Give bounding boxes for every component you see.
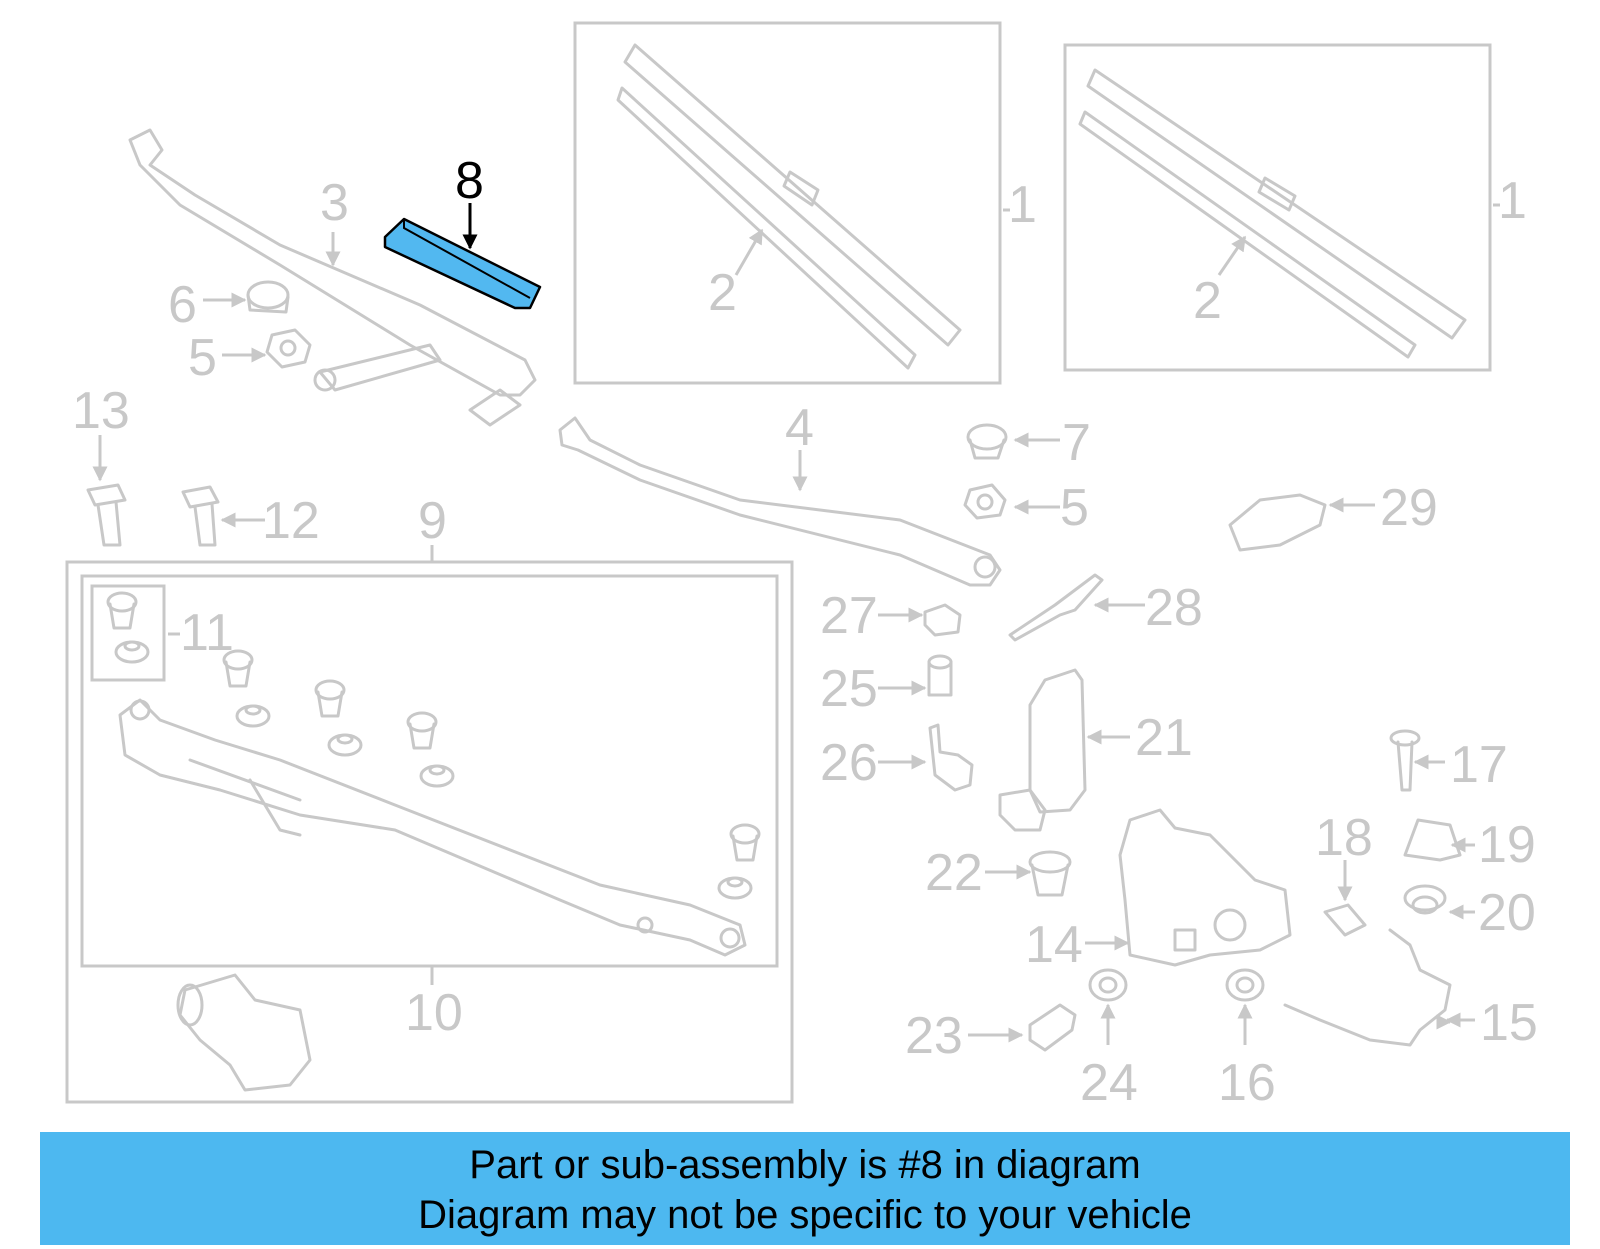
wiper-arm-3 (128, 128, 537, 427)
wiper-linkage-10 (118, 698, 747, 957)
grommet-22 (1028, 850, 1072, 897)
cap-7 (966, 423, 1008, 460)
wiper-motor (176, 973, 312, 1092)
bushing-kit-frame (90, 584, 166, 682)
grommet-20 (1403, 884, 1447, 915)
callout-2a: 2 (708, 264, 737, 322)
highlighted-part-8-edge (403, 219, 531, 299)
clip-27 (923, 603, 962, 637)
callout-21: 21 (1135, 709, 1193, 767)
callout-13: 13 (72, 382, 130, 440)
sensor-29 (1228, 493, 1327, 552)
highlighted-part-8 (383, 217, 542, 310)
bolt-13 (86, 483, 127, 547)
callout-26: 26 (820, 734, 878, 792)
hose-28 (1008, 573, 1104, 642)
cap-6 (246, 280, 290, 314)
grommet-16 (1225, 968, 1265, 1002)
blade-box-right-frame (1063, 43, 1492, 372)
callout-18: 18 (1315, 809, 1373, 867)
callout-16: 16 (1218, 1054, 1276, 1112)
callout-14: 14 (1025, 916, 1083, 974)
wiper-arm-4 (558, 416, 1002, 587)
callout-24: 24 (1080, 1054, 1138, 1112)
connector-26 (928, 723, 974, 792)
screw-17 (1389, 729, 1421, 792)
bushings (106, 591, 761, 900)
callout-7: 7 (1062, 414, 1091, 472)
callout-1b: 1 (1498, 172, 1527, 230)
callout-5a: 5 (188, 329, 217, 387)
washer-pump-21 (998, 668, 1087, 832)
callout-12: 12 (262, 492, 320, 550)
plug-25 (927, 654, 953, 697)
banner-line-2: Diagram may not be specific to your vehi… (418, 1193, 1192, 1237)
callout-1a: 1 (1008, 176, 1037, 234)
callout-4: 4 (785, 399, 814, 457)
hose-15 (1283, 928, 1452, 1047)
banner-line-1: Part or sub-assembly is #8 in diagram (469, 1143, 1141, 1187)
callout-6: 6 (168, 276, 197, 334)
callout-28: 28 (1145, 579, 1203, 637)
linkage-outer-frame (65, 560, 794, 1104)
grommet-24 (1088, 968, 1128, 1002)
washer-reservoir-14 (1118, 808, 1292, 967)
callout-15: 15 (1480, 994, 1538, 1052)
sensor-23 (1028, 1003, 1077, 1052)
wiper-blade-left (616, 43, 962, 370)
callout-labels: 1 1 2 2 3 4 5 5 6 7 8 9 10 11 12 13 14 1… (72, 152, 1538, 1112)
callout-27: 27 (820, 587, 878, 645)
nut-5-right (963, 483, 1007, 520)
callout-25: 25 (820, 660, 878, 718)
part-info-banner: Part or sub-assembly is #8 in diagram Di… (40, 1132, 1570, 1245)
callout-29: 29 (1380, 479, 1438, 537)
callout-2b: 2 (1193, 272, 1222, 330)
nut-5-left (265, 328, 312, 369)
callout-5b: 5 (1060, 479, 1089, 537)
callout-8: 8 (455, 152, 484, 210)
callout-19: 19 (1478, 816, 1536, 874)
callout-3: 3 (320, 174, 349, 232)
linkage-inner-frame (80, 574, 779, 968)
wiper-blade-right (1078, 68, 1467, 359)
bolt-12 (181, 485, 220, 547)
callout-22: 22 (925, 844, 983, 902)
callout-11: 11 (180, 604, 234, 662)
blade-box-left-frame (573, 21, 1002, 385)
label-18 (1323, 903, 1367, 937)
callout-23: 23 (905, 1007, 963, 1065)
callout-9: 9 (418, 492, 447, 550)
clip-19 (1403, 818, 1462, 862)
callout-10: 10 (405, 984, 463, 1042)
callout-17: 17 (1450, 736, 1508, 794)
callout-20: 20 (1478, 884, 1536, 942)
leader-lines (92, 203, 1500, 1045)
